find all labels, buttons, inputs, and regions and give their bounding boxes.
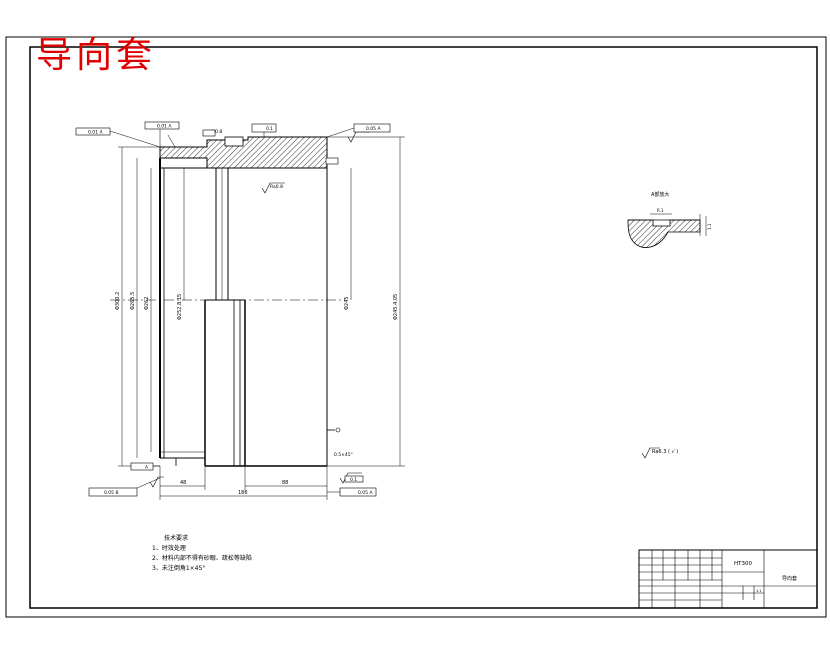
drawing-title-stamp: 导向套 [36,35,157,76]
gdt-bottom-mid: 0.1 [350,477,357,483]
leader-lines [109,127,355,493]
gdt-bottom-right: 0.05 A [358,490,373,496]
roughness-symbols [149,131,660,488]
gdt-frames [75,121,391,497]
notes-item-1: 1、时效处理 [152,545,186,552]
title-scale: 1:1 [756,589,762,593]
technical-notes: 技术要求 1、时效处理 2、材料内部不得有砂眼、疏松等缺陷 3、未注倒角1×45… [152,534,252,574]
gdt-top-left: 0.01 A [88,130,103,136]
dim-186: 186 [238,490,248,496]
dim-overall: Φ300.2 [115,292,121,310]
notes-item-2: 2、材料内部不得有砂眼、疏松等缺陷 [152,555,252,562]
detail-view-a: A部放大 R.1 1.1 [627,191,712,248]
title-part-name: 导向套 [782,575,797,582]
detail-dim-right: 1.1 [707,223,712,230]
gdt-top-par: 0.1 [266,126,273,132]
dim-bore2: Φ262 [144,297,150,310]
detail-section [627,219,701,248]
part-section-view [110,136,345,467]
dim-outer: Φ245.4.05 [393,294,399,320]
outer-frame [5,36,827,618]
dim-inner: Φ245 [344,297,350,310]
dim-radius: R0.8 [212,129,222,135]
roughness-bore: Ra0.8 [270,184,283,190]
dim-chamfer: 0.5×45° [334,452,353,458]
title-part-no: HT300 [734,561,752,567]
roughness-general: Ra6.3 ( √ ) [652,449,678,455]
gdt-top-mid: 0.01 A [157,124,172,130]
title-block-texts: HT300 导向套 1:1 [734,561,797,593]
dim-groove: Φ252.8.15 [177,294,183,320]
detail-label: A部放大 [651,191,669,198]
gdt-top-right: 0.05 A [366,126,381,132]
dimension-lines [118,136,405,500]
dim-bore1: Φ265.5 [130,292,136,310]
notes-item-3: 3、未注倒角1×45° [152,565,206,572]
gdt-texts: 0.01 A 0.01 A 0.1 0.05 A A 0.05 B 0.1 0.… [88,124,381,497]
notes-heading: 技术要求 [164,535,189,542]
detail-dim-left: R.1 [657,208,664,213]
dim-88: 88 [282,480,288,486]
gdt-bottom-datum: A [145,465,149,471]
dimension-texts: Φ300.2 Φ265.5 Φ262 Φ252.8.15 Φ245 Φ245.4… [115,129,399,496]
inner-frame [29,46,818,609]
title-block [638,549,818,609]
groove-cut [224,136,244,147]
gdt-bottom-left: 0.05 B [104,490,119,496]
hatched-flange [159,136,328,169]
dim-48: 48 [180,480,186,486]
